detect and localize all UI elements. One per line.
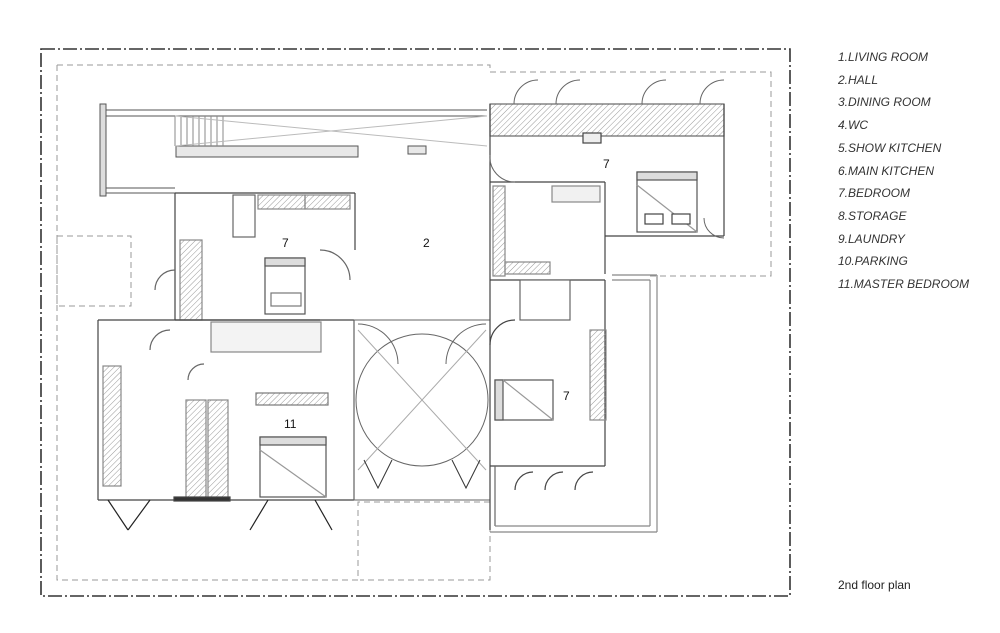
room-label-bedroom-lower-right: 7 (563, 389, 570, 403)
upper-right-doors (489, 79, 725, 239)
roof-outline (56, 64, 772, 581)
master-bedroom-block (97, 319, 355, 531)
legend-item: 3.DINING ROOM (838, 95, 931, 110)
upper-right-wing (489, 103, 725, 281)
legend-item: 11.MASTER BEDROOM (838, 277, 970, 292)
staircase (99, 103, 488, 197)
legend-item: 5.SHOW KITCHEN (838, 140, 942, 155)
legend-item: 4.WC (838, 118, 868, 133)
room-label-master-bedroom: 11 (284, 417, 297, 431)
legend-item: 9.LAUNDRY (838, 231, 905, 246)
room-label-hall: 2 (423, 236, 430, 250)
room-label-bedroom-left: 7 (282, 236, 289, 250)
central-courtyard (353, 319, 491, 501)
legend-item: 8.STORAGE (838, 208, 907, 223)
lower-right-bedroom (489, 274, 658, 533)
room-legend: 1.LIVING ROOM 2.HALL 3.DINING ROOM 4.WC … (838, 46, 969, 296)
legend-item: 7.BEDROOM (838, 186, 911, 201)
legend-item: 1.LIVING ROOM (838, 50, 929, 64)
legend-item: 2.HALL (838, 72, 879, 87)
room-label-bedroom-upper-right: 7 (603, 157, 610, 171)
sheet-border (40, 48, 791, 597)
legend-item: 6.MAIN KITCHEN (838, 163, 935, 178)
legend-item: 10.PARKING (838, 254, 908, 269)
left-bedroom-block (154, 192, 356, 321)
plan-caption: 2nd floor plan (838, 578, 911, 592)
